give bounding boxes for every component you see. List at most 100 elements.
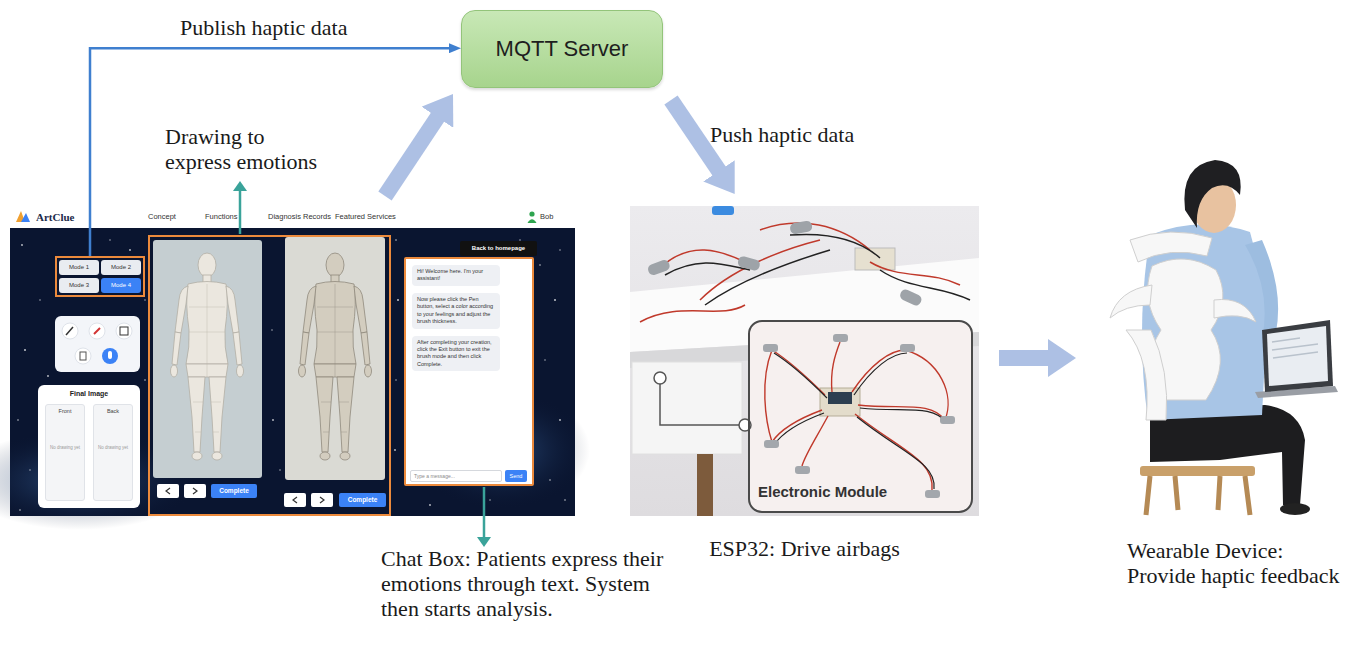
page-arrow-button: [293, 497, 297, 503]
tool-panel: [55, 316, 140, 372]
body-figure-back: [285, 237, 385, 480]
mode-button: Mode 4: [101, 278, 141, 293]
tool-panel: [116, 323, 132, 339]
user-name: Bob: [540, 212, 553, 222]
star-dots: [271, 329, 272, 330]
module-inset: [925, 490, 940, 498]
tool-panel: [62, 323, 78, 339]
tool-panel: [55, 316, 140, 372]
electronics-photo: [760, 223, 870, 250]
star-dots: [559, 419, 561, 421]
app-screenshot: [10, 206, 575, 516]
page-arrow-button: [184, 484, 206, 498]
mode-button: Mode 1: [59, 260, 99, 275]
star-dots: [395, 239, 397, 241]
esp32-module: Electronic ModuleESP32: Drive airbags: [630, 206, 979, 576]
callout-arrow: [483, 487, 486, 538]
star-dots: [129, 249, 131, 251]
electronics-photo: [630, 206, 979, 516]
mode-button: Mode 3: [59, 278, 99, 293]
caption: ESP32: Drive airbags: [630, 536, 979, 561]
thumbnail-title: Back: [94, 407, 132, 415]
module-inset: [764, 440, 779, 448]
star-dots: [395, 379, 396, 380]
tool-panel: [94, 328, 100, 334]
star-dots: [272, 419, 274, 421]
tool-panel: [108, 351, 112, 359]
wearable-user-photo: [1214, 299, 1256, 322]
star-dots: [21, 244, 23, 246]
electronics-photo: [632, 362, 742, 454]
star-dots: [564, 499, 566, 501]
page-arrow-button: [320, 497, 324, 503]
module-inset: [900, 344, 915, 352]
electronics-photo: [789, 220, 813, 235]
star-dots: [394, 449, 396, 451]
module-inset: [763, 334, 955, 498]
module-inset: [833, 334, 848, 342]
module-inset: [828, 392, 852, 404]
inset-title: Electronic Module: [758, 483, 887, 501]
app-screenshot: [21, 213, 30, 222]
front-thumbnail: Front No drawing yet: [45, 404, 85, 501]
electronics-photo: [630, 206, 979, 516]
annotation-label: Chat Box: Patients express their emotion…: [381, 546, 681, 621]
module-inset: [765, 350, 772, 442]
mode-button: Mode 2: [101, 260, 141, 275]
module-inset: [860, 408, 947, 423]
nav-item: Featured Services: [335, 212, 396, 222]
electronics-photo: [870, 262, 960, 285]
publish-arrow: [90, 48, 450, 256]
star-dots: [29, 469, 30, 470]
electronic-module-inset: Electronic Module: [748, 320, 973, 513]
electronics-photo: [705, 250, 830, 305]
nav-item: Functions: [205, 212, 238, 222]
tool-panel: [89, 323, 105, 339]
module-inset: [774, 413, 824, 445]
module-inset: [772, 410, 822, 442]
data-flow-arrow: [385, 116, 439, 196]
app-screenshot: [528, 219, 537, 223]
placeholder-text: No drawing yet: [96, 445, 130, 451]
page-arrow-button: [166, 488, 170, 494]
body-figure-back: [285, 237, 385, 480]
module-inset: [857, 417, 934, 489]
electronics-photo: [660, 250, 745, 268]
page-arrow-button: [157, 484, 333, 507]
electronics-photo: [790, 234, 880, 258]
body-figure-front: [153, 240, 262, 478]
app-screenshot: [529, 211, 534, 216]
wearable-user-photo: [1126, 330, 1167, 420]
nav-item: Concept: [148, 212, 176, 222]
star-dots: [109, 239, 110, 240]
final-image-panel: FrontNo drawing yetBackNo drawing yetFin…: [38, 385, 140, 508]
annotation-label: Drawing to express emotions: [165, 124, 325, 174]
electronics-photo: [647, 259, 671, 277]
star-dots: [549, 479, 551, 481]
callout-arrow: [239, 190, 242, 234]
send-button: Send: [505, 470, 527, 482]
app-screenshot: [0, 206, 590, 530]
tool-panel: [120, 327, 128, 335]
electronics-photo: [665, 234, 970, 305]
star-dots: [397, 299, 399, 301]
placeholder-text: No drawing yet: [48, 445, 82, 451]
wearable-device: Wearable Device: Provide haptic feedback: [1080, 75, 1350, 595]
star-dots: [144, 379, 146, 381]
callout-leader: [654, 372, 751, 431]
star-dots: [539, 264, 541, 266]
star-dots: [279, 469, 280, 470]
thumbnail-title: Front: [46, 407, 84, 415]
body-figure-back: [299, 253, 372, 460]
wearable-user-photo: [1110, 160, 1338, 515]
electronics-photo: [700, 240, 820, 300]
message-list: Hi! Welcome here. I'm your assistant!Now…: [412, 265, 512, 371]
star-dots: [17, 235, 566, 511]
electronics-photo: [647, 220, 923, 307]
electronics-photo: [665, 263, 750, 275]
back-button: Back to homepage: [460, 241, 537, 256]
body-figure-front: [171, 253, 244, 460]
wearable-user-photo: [1262, 320, 1333, 392]
